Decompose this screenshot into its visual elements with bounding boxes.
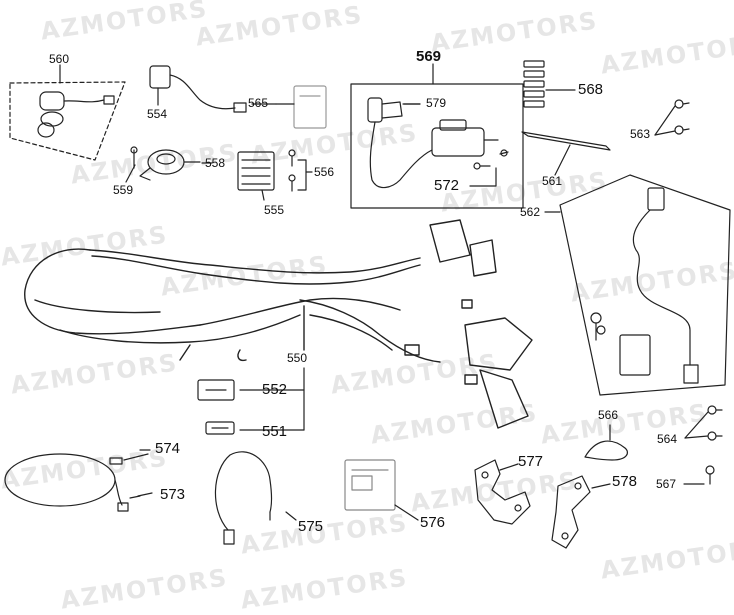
part-561-strap	[521, 131, 611, 176]
callout-552: 552	[262, 381, 288, 398]
part-552-fuse-holder	[197, 379, 235, 401]
callout-577: 577	[518, 453, 544, 470]
part-550-wiring-harness	[24, 219, 533, 429]
callout-576: 576	[420, 514, 446, 531]
callout-563: 563	[630, 127, 651, 141]
callout-568: 568	[578, 81, 604, 98]
diagram-drawing	[4, 60, 731, 549]
part-573-cable	[4, 453, 149, 512]
part-577-bracket	[474, 459, 531, 525]
callout-573: 573	[160, 486, 186, 503]
part-558-horn	[125, 146, 201, 183]
callout-564: 564	[657, 432, 678, 446]
part-560-switch	[9, 64, 126, 161]
callout-555: 555	[264, 203, 285, 217]
callout-567: 567	[656, 477, 677, 491]
part-566-hose	[584, 424, 628, 461]
part-551-fuse	[205, 421, 235, 435]
part-562-lock-set	[544, 174, 731, 396]
callout-558: 558	[205, 156, 226, 170]
callout-562: 562	[520, 205, 541, 219]
part-576-module	[344, 459, 419, 521]
callout-578: 578	[612, 473, 638, 490]
part-564-screws	[684, 405, 723, 441]
part-578-bracket	[551, 475, 611, 549]
callout-561: 561	[542, 174, 563, 188]
callout-579: 579	[426, 96, 447, 110]
part-563-screws	[654, 99, 690, 136]
part-554-relay	[149, 65, 247, 113]
callout-572: 572	[434, 177, 460, 194]
callout-554: 554	[147, 107, 168, 121]
callout-550: 550	[287, 351, 308, 365]
callout-565: 565	[248, 96, 269, 110]
part-567-bolt	[683, 465, 715, 485]
callout-575: 575	[298, 518, 324, 535]
callout-551: 551	[262, 423, 288, 440]
part-555-regulator	[237, 151, 275, 201]
part-556-screws	[288, 149, 313, 192]
callout-560: 560	[49, 52, 70, 66]
callout-569: 569	[416, 48, 442, 65]
leader-lines	[137, 103, 421, 497]
callout-556: 556	[314, 165, 335, 179]
part-568-fuses	[523, 60, 576, 108]
part-565-module	[275, 85, 327, 129]
callout-574: 574	[155, 440, 181, 457]
callout-559: 559	[113, 183, 134, 197]
callout-550-bracket	[239, 367, 305, 431]
part-575-cable	[214, 451, 297, 545]
callout-566: 566	[598, 408, 619, 422]
